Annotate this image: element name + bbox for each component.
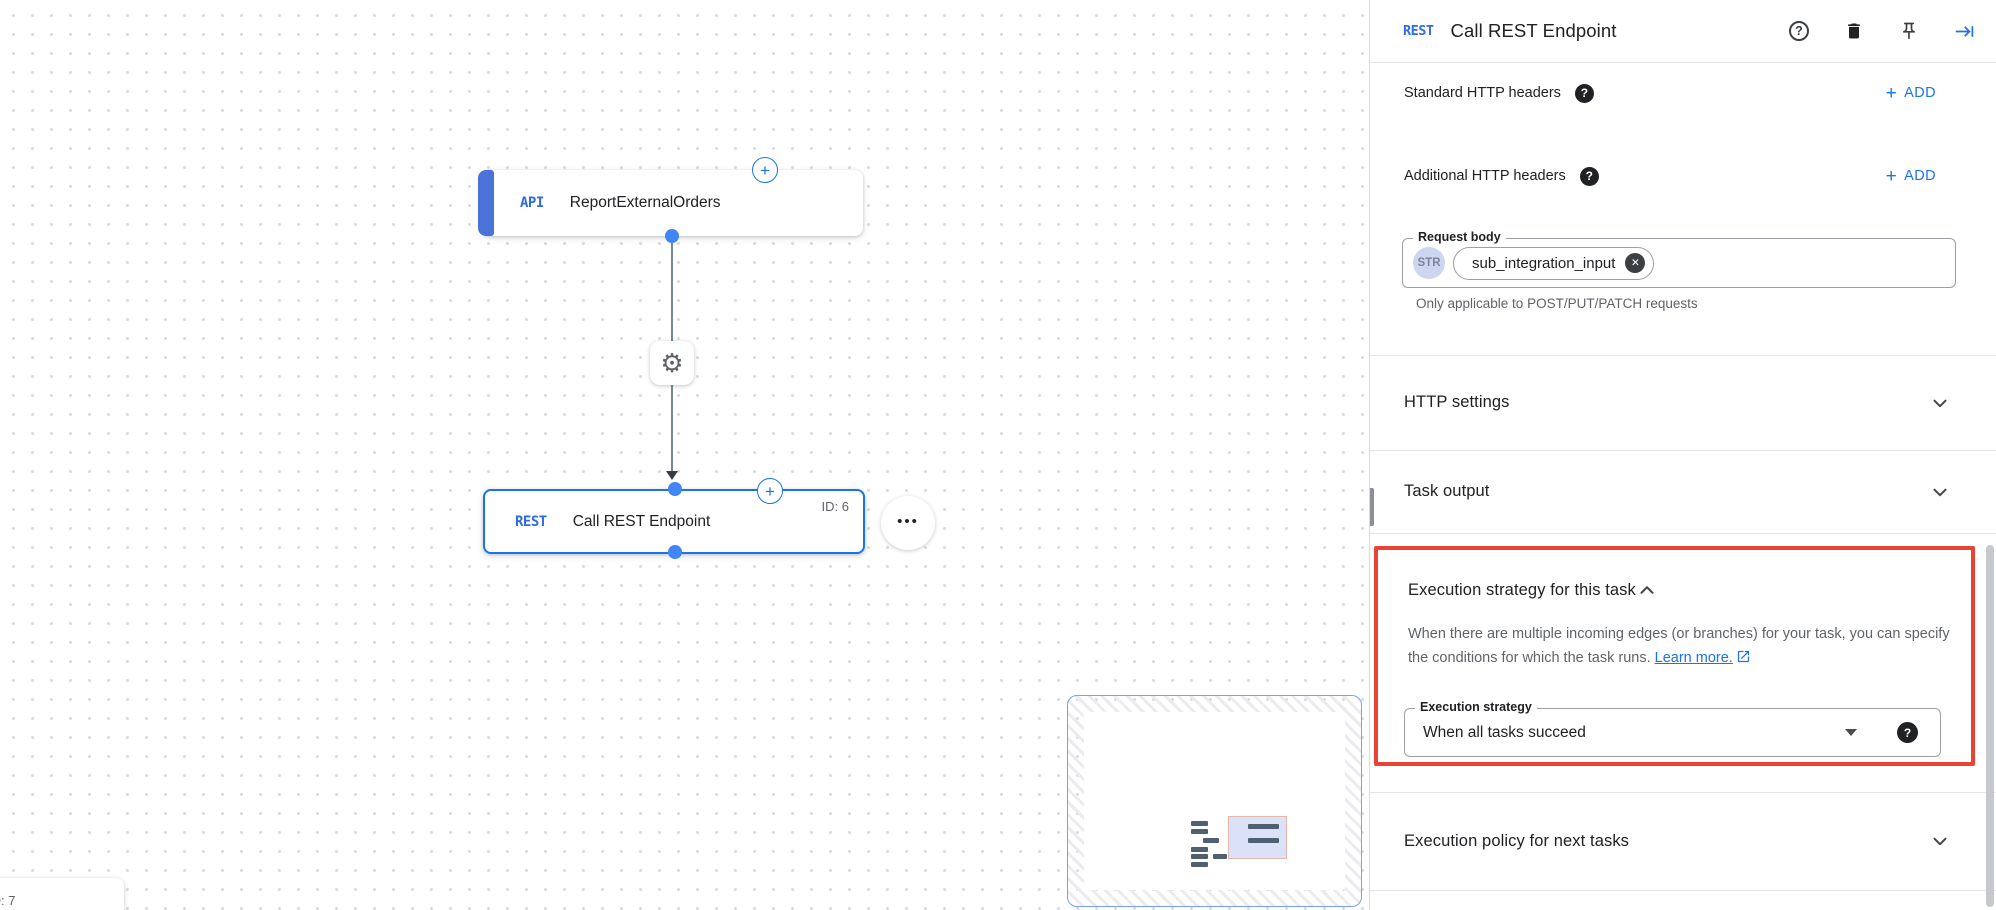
chevron-up-icon: [1640, 586, 1654, 594]
collapse-panel-button[interactable]: [1953, 20, 1975, 42]
rest-task-badge: REST: [515, 513, 547, 530]
trigger-accent-bar: [478, 170, 494, 236]
trigger-node-report-external-orders[interactable]: API ReportExternalOrders +: [478, 157, 863, 243]
remove-chip-button[interactable]: ✕: [1625, 253, 1646, 273]
edge-settings-button[interactable]: ⚙: [650, 341, 694, 385]
pin-icon: [1903, 22, 1915, 40]
execution-strategy-description: When there are multiple incoming edges (…: [1408, 626, 1950, 666]
add-standard-header-button[interactable]: + ADD: [1885, 82, 1936, 104]
request-body-label: Request body: [1413, 230, 1506, 244]
pin-panel-button[interactable]: [1898, 20, 1920, 42]
divider: [1370, 792, 1996, 793]
delete-task-button[interactable]: [1843, 20, 1865, 42]
help-icon[interactable]: ?: [1897, 722, 1918, 743]
request-body-helper-text: Only applicable to POST/PUT/PATCH reques…: [1416, 296, 1698, 311]
task-config-panel: REST Call REST Endpoint ? Standard HTTP …: [1369, 0, 1996, 910]
zone-inner-area: [1084, 712, 1345, 890]
task-node-label: Call REST Endpoint: [572, 512, 711, 530]
standard-http-headers-row: Standard HTTP headers ? + ADD: [1404, 73, 1956, 113]
panel-header: REST Call REST Endpoint ?: [1370, 0, 1996, 63]
execution-strategy-select[interactable]: Execution strategy When all tasks succee…: [1404, 700, 1941, 757]
collapse-panel-icon: [1955, 25, 1973, 37]
close-icon: ✕: [1631, 257, 1640, 269]
add-edge-plus-icon[interactable]: +: [752, 157, 778, 183]
add-edge-plus-icon[interactable]: +: [757, 478, 783, 504]
flow-canvas[interactable]: ⚙ API ReportExternalOrders + REST Call R…: [0, 0, 1369, 910]
ellipsis-icon: •••: [897, 512, 919, 530]
divider: [1370, 533, 1996, 534]
task-id-badge: ID: 6: [821, 499, 849, 514]
request-body-field[interactable]: Request body STR sub_integration_input ✕: [1402, 230, 1956, 288]
execution-strategy-value: When all tasks succeed: [1423, 723, 1586, 741]
rest-task-badge: REST: [1403, 23, 1434, 39]
output-port[interactable]: [665, 229, 679, 243]
node-more-options-button[interactable]: •••: [881, 496, 935, 550]
section-http-settings[interactable]: HTTP settings: [1370, 355, 1996, 450]
partial-node-offscreen[interactable]: ID: 7: [0, 878, 124, 910]
additional-http-headers-label: Additional HTTP headers: [1404, 168, 1566, 184]
panel-scrollbar-thumb[interactable]: [1986, 545, 1994, 907]
chevron-down-icon: [1933, 837, 1947, 846]
section-execution-strategy[interactable]: Execution strategy for this task: [1408, 572, 1943, 608]
help-icon: ?: [1789, 21, 1809, 41]
additional-http-headers-row: Additional HTTP headers ? + ADD: [1404, 156, 1956, 196]
trigger-node-label: ReportExternalOrders: [569, 194, 721, 211]
divider: [1370, 890, 1996, 891]
output-port[interactable]: [668, 545, 682, 559]
plus-icon: +: [1885, 165, 1898, 187]
edge-arrowhead-icon: [666, 471, 678, 480]
panel-scroll-indicator[interactable]: [1370, 488, 1374, 526]
plus-icon: +: [1885, 82, 1898, 104]
highlight-rectangle: Execution strategy for this task When th…: [1374, 546, 1975, 766]
canvas-zone-box[interactable]: [1067, 695, 1362, 907]
dropdown-caret-icon[interactable]: [1845, 729, 1857, 736]
api-trigger-badge: API: [520, 195, 544, 211]
string-type-chip: STR: [1413, 247, 1445, 279]
execution-strategy-label: Execution strategy: [1415, 700, 1537, 714]
help-icon[interactable]: ?: [1574, 83, 1594, 103]
help-button[interactable]: ?: [1788, 20, 1810, 42]
standard-http-headers-label: Standard HTTP headers: [1404, 85, 1561, 101]
learn-more-link[interactable]: Learn more.: [1655, 650, 1751, 666]
request-body-value-chip[interactable]: sub_integration_input ✕: [1453, 246, 1655, 280]
chevron-down-icon: [1933, 488, 1947, 496]
chevron-down-icon: [1933, 399, 1947, 407]
input-port[interactable]: [668, 482, 682, 496]
mini-node-rect: [1228, 816, 1287, 859]
mini-flow-icon: [1186, 814, 1290, 870]
add-additional-header-button[interactable]: + ADD: [1885, 165, 1936, 187]
help-icon[interactable]: ?: [1579, 166, 1599, 186]
trash-icon: [1848, 23, 1860, 39]
divider: [1370, 355, 1996, 356]
partial-node-id-badge: ID: 7: [0, 893, 16, 908]
gear-icon: ⚙: [660, 347, 684, 378]
task-node-call-rest-endpoint[interactable]: REST Call REST Endpoint ID: 6 +: [483, 478, 865, 559]
divider: [1370, 450, 1996, 451]
external-link-icon: [1737, 650, 1749, 663]
section-execution-policy[interactable]: Execution policy for next tasks: [1370, 792, 1996, 890]
panel-title: Call REST Endpoint: [1450, 20, 1617, 41]
section-task-output[interactable]: Task output: [1370, 450, 1996, 533]
